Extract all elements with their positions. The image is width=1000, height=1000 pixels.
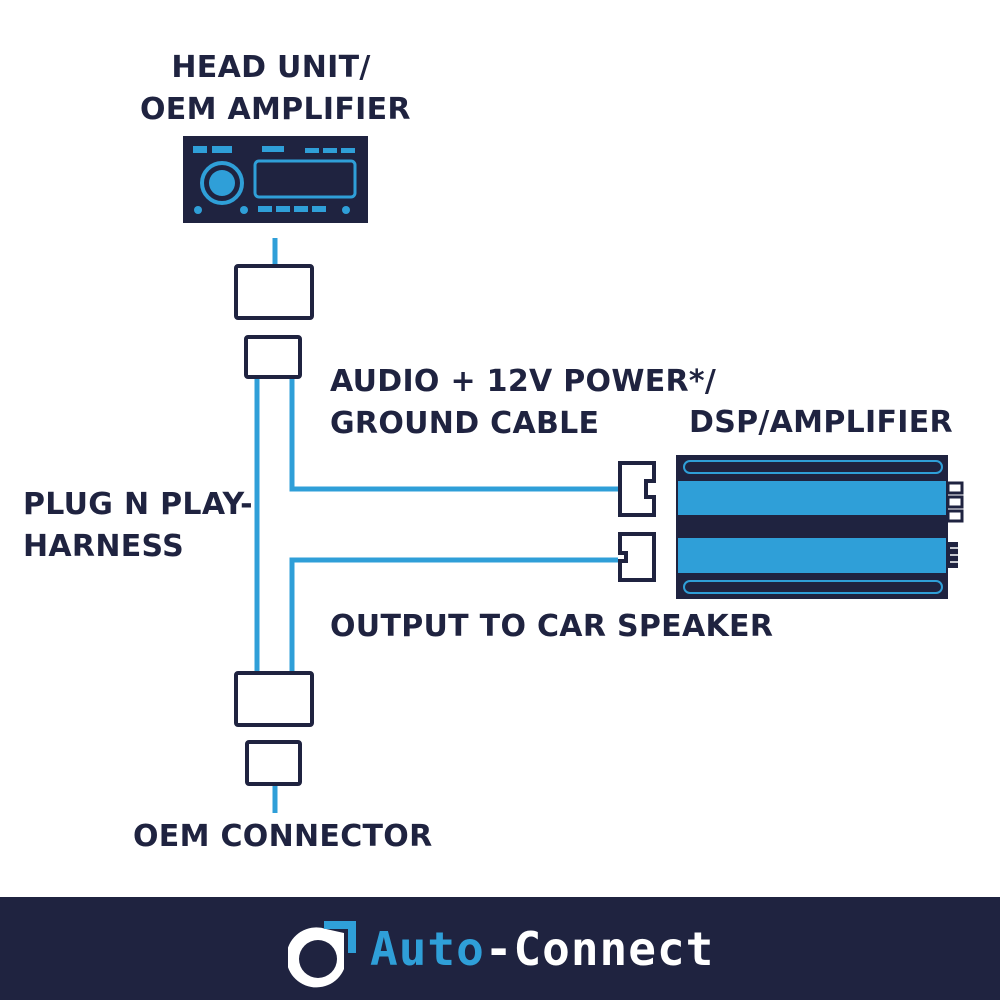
output-label: OUTPUT TO CAR SPEAKER	[330, 609, 774, 644]
audio-cable-label-line1: AUDIO + 12V POWER*/	[330, 364, 717, 399]
dsp-amplifier-label: DSP/AMPLIFIER	[689, 405, 953, 440]
audio-cable-label-line2: GROUND CABLE	[330, 406, 600, 441]
plug-n-play-label-line1: PLUG N PLAY-	[23, 487, 253, 522]
head-unit-icon	[183, 136, 368, 223]
head-unit-label-line1: HEAD UNIT/	[171, 50, 371, 85]
harness-cables	[254, 238, 618, 813]
audio-cable-label: AUDIO + 12V POWER*/ GROUND CABLE	[330, 361, 716, 445]
plug-n-play-label: PLUG N PLAY- HARNESS	[23, 484, 253, 568]
head-unit-label-line2: OEM AMPLIFIER	[140, 92, 411, 127]
brand-name-part2: -Connect	[484, 922, 715, 976]
footer-bar	[0, 897, 1000, 1000]
oem-connector-label: OEM CONNECTOR	[133, 819, 433, 854]
amplifier-icon	[676, 455, 964, 599]
plug-n-play-label-line2: HARNESS	[23, 529, 184, 564]
head-unit-label: HEAD UNIT/ OEM AMPLIFIER	[140, 47, 411, 131]
logo-icon	[288, 921, 356, 988]
connector-icon	[234, 264, 656, 786]
brand-name: Auto-Connect	[370, 922, 714, 976]
brand-name-part1: Auto	[370, 922, 485, 976]
